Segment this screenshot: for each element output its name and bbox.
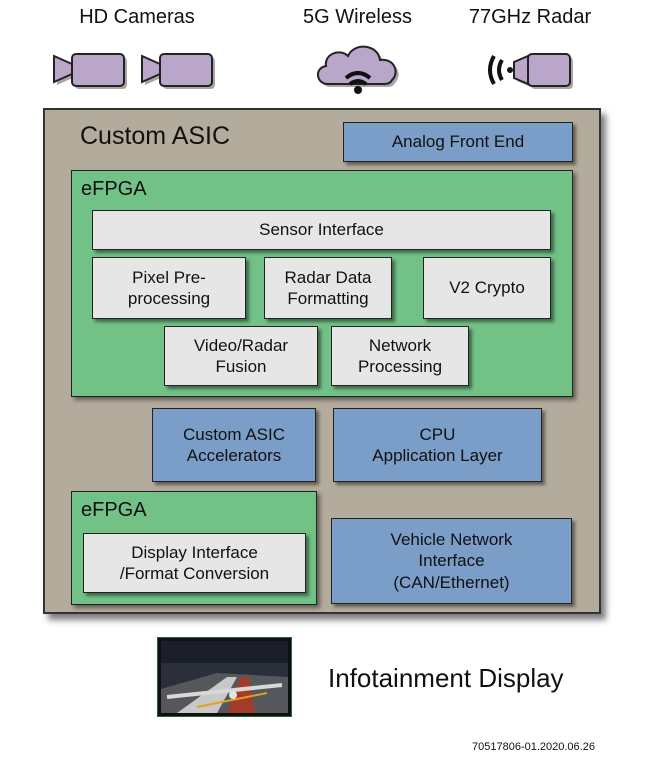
vehicle-network-interface-block: Vehicle Network Interface (CAN/Ethernet): [331, 518, 572, 604]
infotainment-display-label: Infotainment Display: [328, 663, 564, 693]
network-processing-block: Network Processing: [331, 326, 469, 386]
custom-asic-accelerators-block: Custom ASIC Accelerators: [152, 408, 316, 482]
efpga-top-title: eFPGA: [81, 178, 147, 200]
figure-code: 70517806-01.2020.06.26: [472, 741, 595, 753]
v2-crypto-block: V2 Crypto: [423, 257, 551, 319]
custom-asic-title: Custom ASIC: [80, 122, 231, 150]
pixel-preprocessing-block: Pixel Pre- processing: [92, 257, 246, 319]
cloud-wifi-icon: [317, 45, 399, 94]
77ghz-radar-label: 77GHz Radar: [468, 6, 592, 28]
display-interface-block: Display Interface /Format Conversion: [83, 533, 306, 593]
5g-wireless-label: 5G Wireless: [303, 6, 412, 28]
radar-data-formatting-block: Radar Data Formatting: [264, 257, 392, 319]
cpu-application-layer-block: CPU Application Layer: [333, 408, 542, 482]
efpga-bottom-title: eFPGA: [81, 499, 147, 521]
navigation-display-image: [157, 637, 292, 717]
hd-cameras-label: HD Cameras: [79, 6, 195, 28]
video-camera-icon: [53, 53, 127, 89]
radar-sensor-icon: [488, 53, 573, 89]
video-radar-fusion-block: Video/Radar Fusion: [164, 326, 318, 386]
video-camera-icon: [141, 53, 215, 89]
analog-front-end-block: Analog Front End: [343, 122, 573, 162]
sensor-interface-block: Sensor Interface: [92, 210, 551, 250]
